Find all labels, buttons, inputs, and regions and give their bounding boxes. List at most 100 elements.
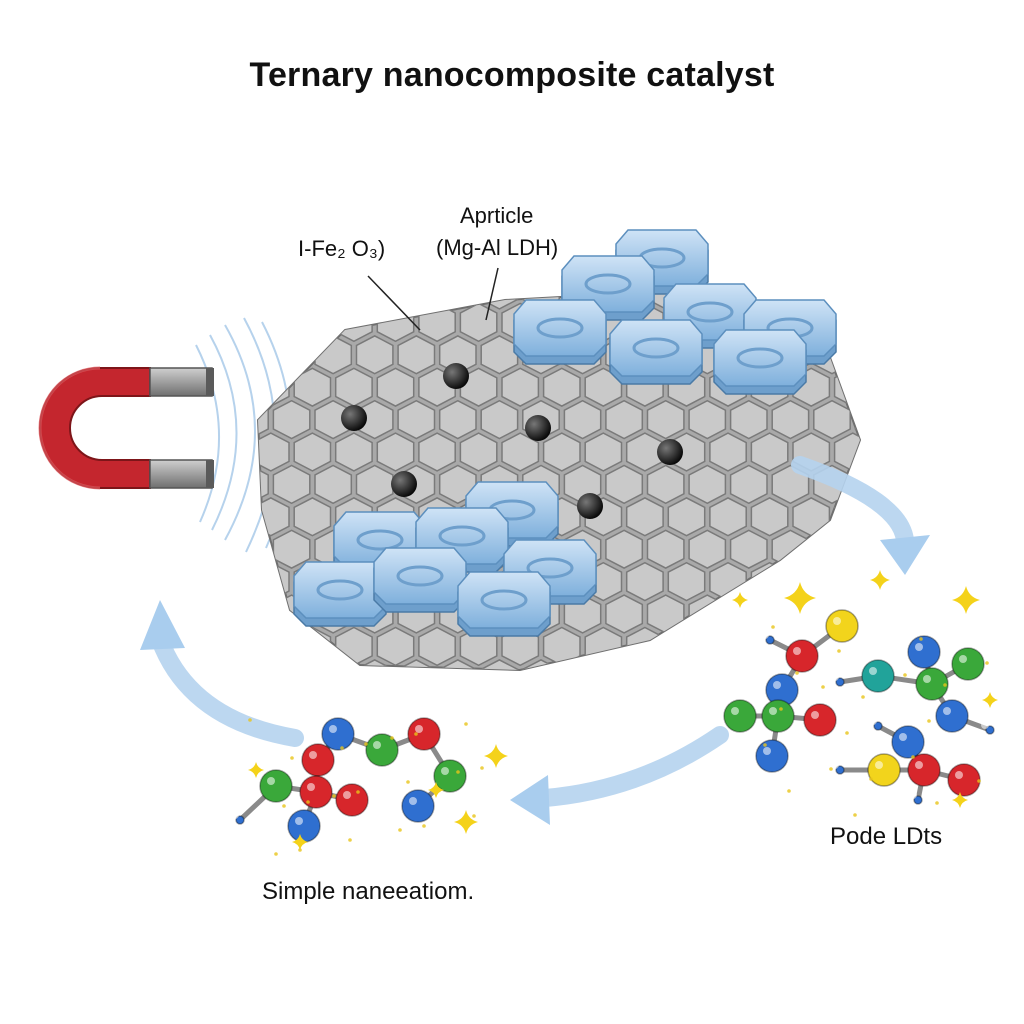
graphene-hex-cell: [710, 822, 746, 860]
graphene-hex-cell: [667, 626, 706, 667]
right-caption: Pode LDts: [830, 823, 943, 850]
graphene-hex-cell: [731, 790, 767, 828]
graphene-hex-cell: [459, 432, 498, 472]
graphene-hex-cell: [397, 399, 436, 440]
sparkle-icon: [248, 762, 264, 778]
graphene-hex-cell: [523, 725, 559, 763]
molecule-atom: [947, 763, 981, 797]
graphene-hex-cell: [833, 432, 860, 472]
sparkle-speck: [282, 804, 286, 808]
graphene-hex-cell: [334, 432, 373, 472]
ldh-platelet: [293, 561, 387, 627]
graphene-hex-cell: [813, 399, 851, 440]
graphene-hex-cell: [751, 822, 787, 860]
graphene-hex-cell: [459, 367, 498, 407]
molecule-atom: [861, 659, 895, 693]
cycle-arrow-right: [791, 456, 914, 549]
graphene-hex-cell: [377, 692, 413, 730]
sparkle-speck: [853, 813, 857, 817]
graphene-hex-cell: [480, 399, 519, 440]
graphene-hex-cell: [480, 335, 519, 375]
sparkle-speck: [985, 661, 989, 665]
molecule-atom: [913, 795, 923, 805]
sparkle-speck: [771, 625, 775, 629]
graphene-hex-cell: [605, 464, 644, 505]
graphene-hex-cell: [729, 659, 768, 670]
graphene-hex-cell: [438, 335, 477, 375]
sparkle-icon: [982, 692, 998, 708]
graphene-hex-cell: [293, 302, 332, 343]
ldh-platelets: [293, 229, 837, 637]
cycle-arrow-left: [151, 631, 304, 747]
sparkle-speck: [274, 852, 278, 856]
graphene-hex-cell: [771, 399, 810, 440]
molecule-atom: [915, 667, 949, 701]
graphene-hex-cell: [336, 822, 372, 860]
graphene-hex-cell: [258, 626, 290, 667]
molecule-atom: [235, 815, 245, 825]
graphene-hex-cell: [377, 822, 413, 860]
cycle-arrowhead-bottom: [510, 775, 550, 825]
graphene-hex-cell: [854, 335, 860, 375]
graphene-hex-cell: [646, 659, 685, 670]
graphene-hex-cell: [709, 432, 747, 472]
graphene-hex-cell: [376, 432, 415, 472]
sparkle-speck: [763, 743, 767, 747]
iron-oxide-nanoparticles: [341, 363, 683, 519]
sparkle-speck: [422, 824, 426, 828]
graphene-hex-cell: [605, 399, 644, 440]
ldh-platelet: [513, 299, 607, 365]
ldh-platelet: [609, 319, 703, 385]
sparkle-speck: [480, 766, 484, 770]
graphene-hex-cell: [542, 367, 581, 407]
sparkle-icon: [484, 744, 508, 768]
ldh-leader-line: [485, 267, 499, 321]
graphene-hex-cell: [502, 692, 538, 730]
graphene-hex-cell: [793, 822, 829, 860]
molecule-atom: [433, 759, 467, 793]
graphene-hex-cell: [605, 529, 644, 569]
molecule-atom: [785, 639, 819, 673]
graphene-hex-cell: [376, 626, 415, 667]
molecule-atom: [723, 699, 757, 733]
graphene-hex-cell: [710, 757, 746, 795]
graphene-hex-cell: [376, 367, 415, 407]
sparkle-icon: [292, 834, 308, 850]
sparkle-speck: [787, 789, 791, 793]
iron-oxide-nanoparticle: [577, 493, 603, 519]
molecule-atom: [867, 753, 901, 787]
graphene-hex-cell: [418, 432, 456, 472]
ldh-platelet: [457, 571, 551, 637]
graphene-hex-cell: [418, 626, 456, 667]
sparkle-icon: [952, 792, 968, 808]
graphene-hex-cell: [481, 790, 517, 828]
graphene-hex-cell: [854, 290, 860, 310]
molecule-atom: [259, 769, 293, 803]
sparkle-speck: [472, 814, 476, 818]
graphene-hex-cell: [876, 433, 912, 471]
graphene-hex-cell: [750, 497, 789, 537]
molecule-atom: [335, 783, 369, 817]
molecule-atom: [985, 725, 995, 735]
graphene-hex-cell: [813, 529, 851, 569]
sparkle-speck: [306, 800, 310, 804]
graphene-hex-cell: [835, 757, 871, 795]
iron-oxide-nanoparticle: [525, 415, 551, 441]
graphene-hex-cell: [689, 790, 725, 828]
graphene-hex-cell: [544, 822, 580, 860]
sparkle-speck: [340, 746, 344, 750]
cycle-arrow-bottom: [536, 726, 729, 807]
graphene-hex-cell: [438, 290, 477, 310]
graphene-hex-cell: [709, 626, 747, 667]
molecule-atom: [935, 699, 969, 733]
sparkle-speck: [332, 794, 336, 798]
graphene-hex-cell: [355, 335, 394, 375]
graphene-hex-cell: [258, 335, 269, 375]
molecule-atom: [873, 721, 883, 731]
molecules: [231, 609, 995, 843]
molecule-atom: [803, 703, 837, 737]
sparkle-speck: [779, 707, 783, 711]
cycle-arrowhead-right: [880, 535, 930, 575]
sparkle-speck: [821, 685, 825, 689]
graphene-hex-cell: [729, 464, 768, 505]
